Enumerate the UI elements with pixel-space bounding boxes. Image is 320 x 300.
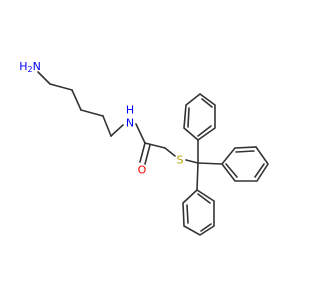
ring-bottom-double-3 [197, 193, 211, 204]
chemical-structure: H2N N H O S [19, 60, 269, 236]
trityl-center [196, 139, 223, 191]
bond-c-ring-bottom [196, 162, 199, 191]
ring-top-double-1 [187, 107, 190, 128]
pentyl-chain [37, 71, 124, 137]
bond-carbonyl-ch2 [144, 142, 166, 149]
bond-s-trityl [185, 159, 199, 164]
bond-c3-c4 [80, 109, 104, 117]
amine-label-h: H [19, 60, 27, 73]
bond-c2-c3 [71, 89, 82, 111]
amide-hydrogen-label: H [126, 104, 134, 117]
ring-top-outline [183, 92, 216, 142]
atom-labels: H2N N H O S [19, 60, 183, 177]
amide-linker [135, 123, 199, 165]
amine-label-sub: 2 [27, 65, 32, 74]
phenyl-ring-right [220, 146, 269, 182]
bond-carbonyl-o-a [139, 142, 146, 163]
sulfur-label: S [177, 154, 184, 167]
bond-n-carbonyl [135, 123, 146, 144]
phenyl-ring-bottom [182, 188, 215, 236]
amide-nitrogen-label: N [126, 117, 134, 130]
ring-right-double-3 [225, 163, 238, 178]
ring-top-double-3 [197, 125, 212, 137]
bond-carbonyl-o-b [144, 144, 151, 165]
bond-c1-c2 [49, 83, 73, 91]
oxygen-label: O [138, 164, 147, 177]
bond-c-ring-right [197, 162, 223, 165]
phenyl-ring-top [183, 92, 216, 142]
ring-right-double-1 [235, 150, 255, 153]
bond-ch2-s [164, 147, 176, 157]
ring-right-double-2 [254, 163, 265, 178]
amine-label-n: N [33, 60, 41, 73]
ring-bottom-double-2 [200, 223, 212, 232]
bond-c4-c5 [102, 115, 112, 137]
ring-right-outline [220, 146, 269, 182]
ring-bottom-double-1 [186, 204, 189, 224]
ring-bottom-outline [182, 188, 215, 236]
bond-c5-n [110, 124, 124, 137]
ring-top-double-2 [201, 98, 213, 108]
amine-label: H2N [19, 60, 41, 74]
bond-nh2-c1 [37, 71, 51, 85]
